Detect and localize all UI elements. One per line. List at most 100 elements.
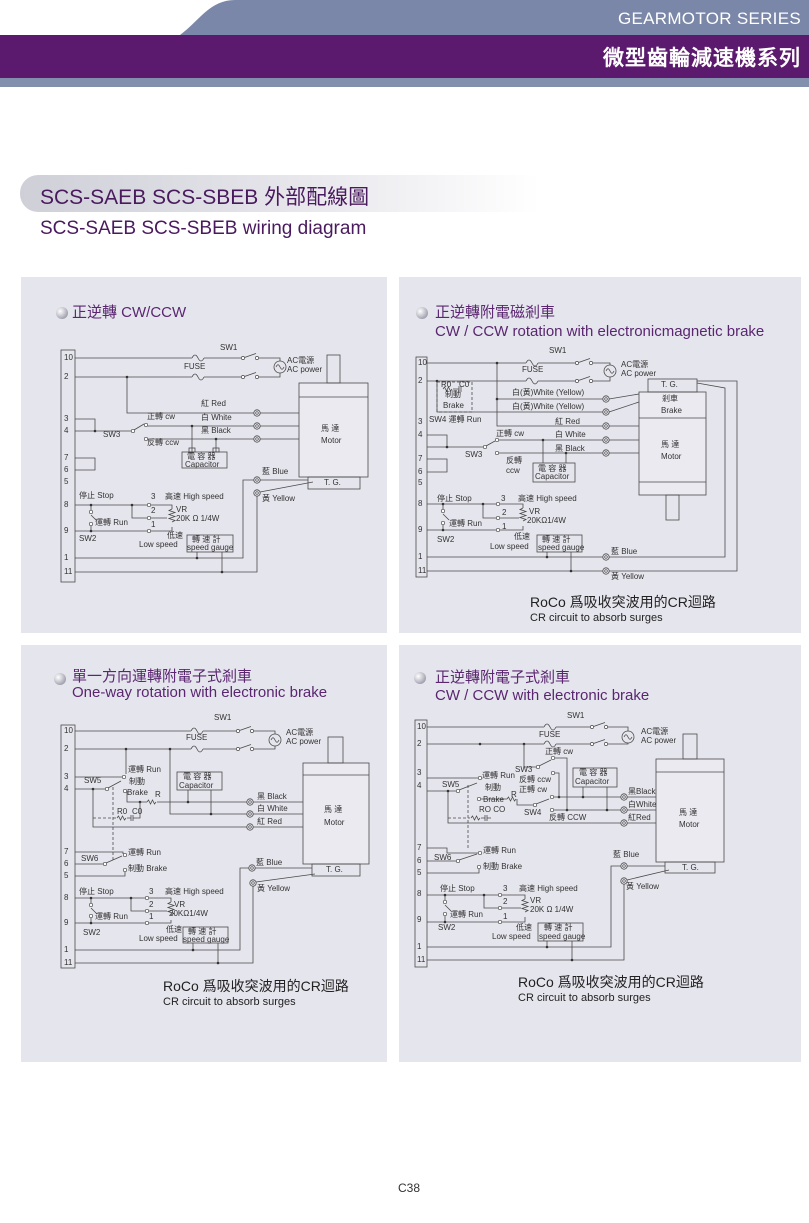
diagram-label-cjk: 剎車 [662,394,678,403]
diagram-label-speed-gauge: speed gauge [183,935,230,944]
diagram-label-motor: Motor [324,818,345,827]
diagram-label-sw2: SW2 [438,923,456,932]
diagram-label-high-speed: 高速 High speed [165,492,224,501]
diagram-label-sw2: SW2 [83,928,101,937]
diagram-label-cjk: 低速 [516,923,532,932]
diagram-label-black: 黑 Black [555,444,585,453]
diagram-label-cjk: 電 容 器 [183,772,212,781]
diagram-label-cjk: 馬 達 [661,440,680,449]
panel-title-en: CW / CCW with electronic brake [435,687,650,704]
diagram-label-ccw: ccw [506,466,520,475]
panel-title-zh: 正逆轉附電磁剎車 [435,304,556,321]
diagram-label-20k-1-4w: 20KΩ1/4W [527,516,566,525]
diagram-label-run: 運轉 Run [483,846,516,855]
diagram-label-high-speed: 高速 High speed [519,884,578,893]
terminal-number: 11 [418,566,427,575]
series-title-zh: 微型齒輪減速機系列 [603,47,801,70]
diagram-label-r: R [155,790,161,799]
diagram-label-cjk: 反轉 [506,456,522,465]
diagram-label-vr: VR [176,505,188,514]
diagram-label-1: 1 [502,522,507,531]
diagram-label-low-speed: Low speed [139,540,178,549]
terminal-number: 4 [417,781,422,790]
diagram-label-brake: Brake [127,788,148,797]
bullet-icon [56,307,68,319]
bullet-icon [414,672,426,684]
diagram-label-motor: Motor [321,436,342,445]
diagram-label-blue: 藍 Blue [613,850,640,859]
diagram-label-blue: 藍 Blue [611,547,638,556]
diagram-label-speed-gauge: speed gauge [187,543,234,552]
diagram-label-brake: 制動 Brake [128,864,168,873]
diagram-label-ac: AC電源 [286,728,314,737]
diagram-label-vr: VR [174,900,186,909]
diagram-label-blue: 藍 Blue [256,858,283,867]
terminal-number: 2 [64,744,69,753]
diagram-label-2: 2 [151,506,156,515]
terminal-number: 1 [64,553,69,562]
diagram-label-cjk: 電 容 器 [579,768,608,777]
cr-circuit-note-en: CR circuit to absorb surges [530,612,663,624]
diagram-label-fuse: FUSE [539,730,561,739]
terminal-number: 1 [64,945,69,954]
diagram-label-speed-gauge: speed gauge [538,543,585,552]
terminal-number: 9 [418,525,423,534]
diagram-label-run: 運轉 Run [95,912,128,921]
diagram-label-black: 黑 Black [201,426,231,435]
bullet-icon [54,673,66,685]
diagram-label-cjk: 轉 速 計 [542,535,571,544]
header-band [0,0,809,87]
section-title-zh: SCS-SAEB SCS-SBEB 外部配線圖 [40,186,370,209]
diagram-label-c0: C0 [132,807,143,816]
cr-circuit-note-en: CR circuit to absorb surges [518,992,651,1004]
diagram-label-black: 黑Black [628,787,656,796]
terminal-number: 2 [417,739,422,748]
wiring-diagram [60,349,369,583]
diagram-label-sw1: SW1 [214,713,232,722]
diagram-label-2: 2 [503,897,508,906]
bullet-icon [416,307,428,319]
terminal-number: 2 [64,372,69,381]
terminal-number: 10 [64,726,73,735]
diagram-label-3: 3 [501,494,506,503]
diagram-label-capacitor: Capacitor [185,460,220,469]
diagram-label-sw6: SW6 [81,854,99,863]
diagram-label-2: 2 [149,900,154,909]
diagram-label-cjk: 制動 [445,390,461,399]
diagram-label-ac: AC電源 [641,727,669,736]
diagram-label-cw: 正轉 cw [519,785,547,794]
diagram-label-vr: VR [530,896,542,905]
diagram-label-3: 3 [503,884,508,893]
diagram-label-red: 紅 Red [201,399,226,408]
diagram-label-20k-1-4w: 20KΩ1/4W [169,909,208,918]
diagram-label-t-g: T. G. [682,863,699,872]
terminal-number: 6 [64,859,69,868]
diagram-label-sw2: SW2 [437,535,455,544]
diagram-label-red: 紅 Red [555,417,580,426]
cr-circuit-note-zh: RoCo 爲吸收突波用的CR迴路 [518,974,704,990]
diagram-label-sw1: SW1 [567,711,585,720]
terminal-number: 7 [417,843,422,852]
diagram-label-brake: Brake [483,795,504,804]
diagram-label-t-g: T. G. [324,478,341,487]
diagram-label-cjk: 馬 達 [324,805,343,814]
terminal-number: 5 [418,478,423,487]
diagram-label-sw5: SW5 [442,780,460,789]
wiring-panel-one-way-electronic-brake: 單一方向運轉附電子式剎車 One-way rotation with elect… [21,645,387,1062]
diagram-label-sw3: SW3 [103,430,121,439]
diagram-label-speed-gauge: speed gauge [539,932,586,941]
diagram-label-r0: R0 [117,807,128,816]
diagram-label-cjk: 低速 [167,531,183,540]
terminal-number: 10 [418,358,427,367]
diagram-label-cjk: 轉 速 計 [192,535,221,544]
wiring-diagram [415,356,738,578]
diagram-label-cjk: 低速 [166,925,182,934]
terminal-number: 8 [418,499,423,508]
diagram-label-sw4-run: SW4 運轉 Run [429,415,482,424]
diagram-label-cjk: 電 容 器 [538,464,567,473]
diagram-label-fuse: FUSE [186,733,208,742]
diagram-label-t-g: T. G. [661,380,678,389]
diagram-label-cjk: 轉 速 計 [544,923,573,932]
wiring-panel-cw-ccw-electronic-brake: 正逆轉附電子式剎車 CW / CCW with electronic brake… [399,645,801,1062]
